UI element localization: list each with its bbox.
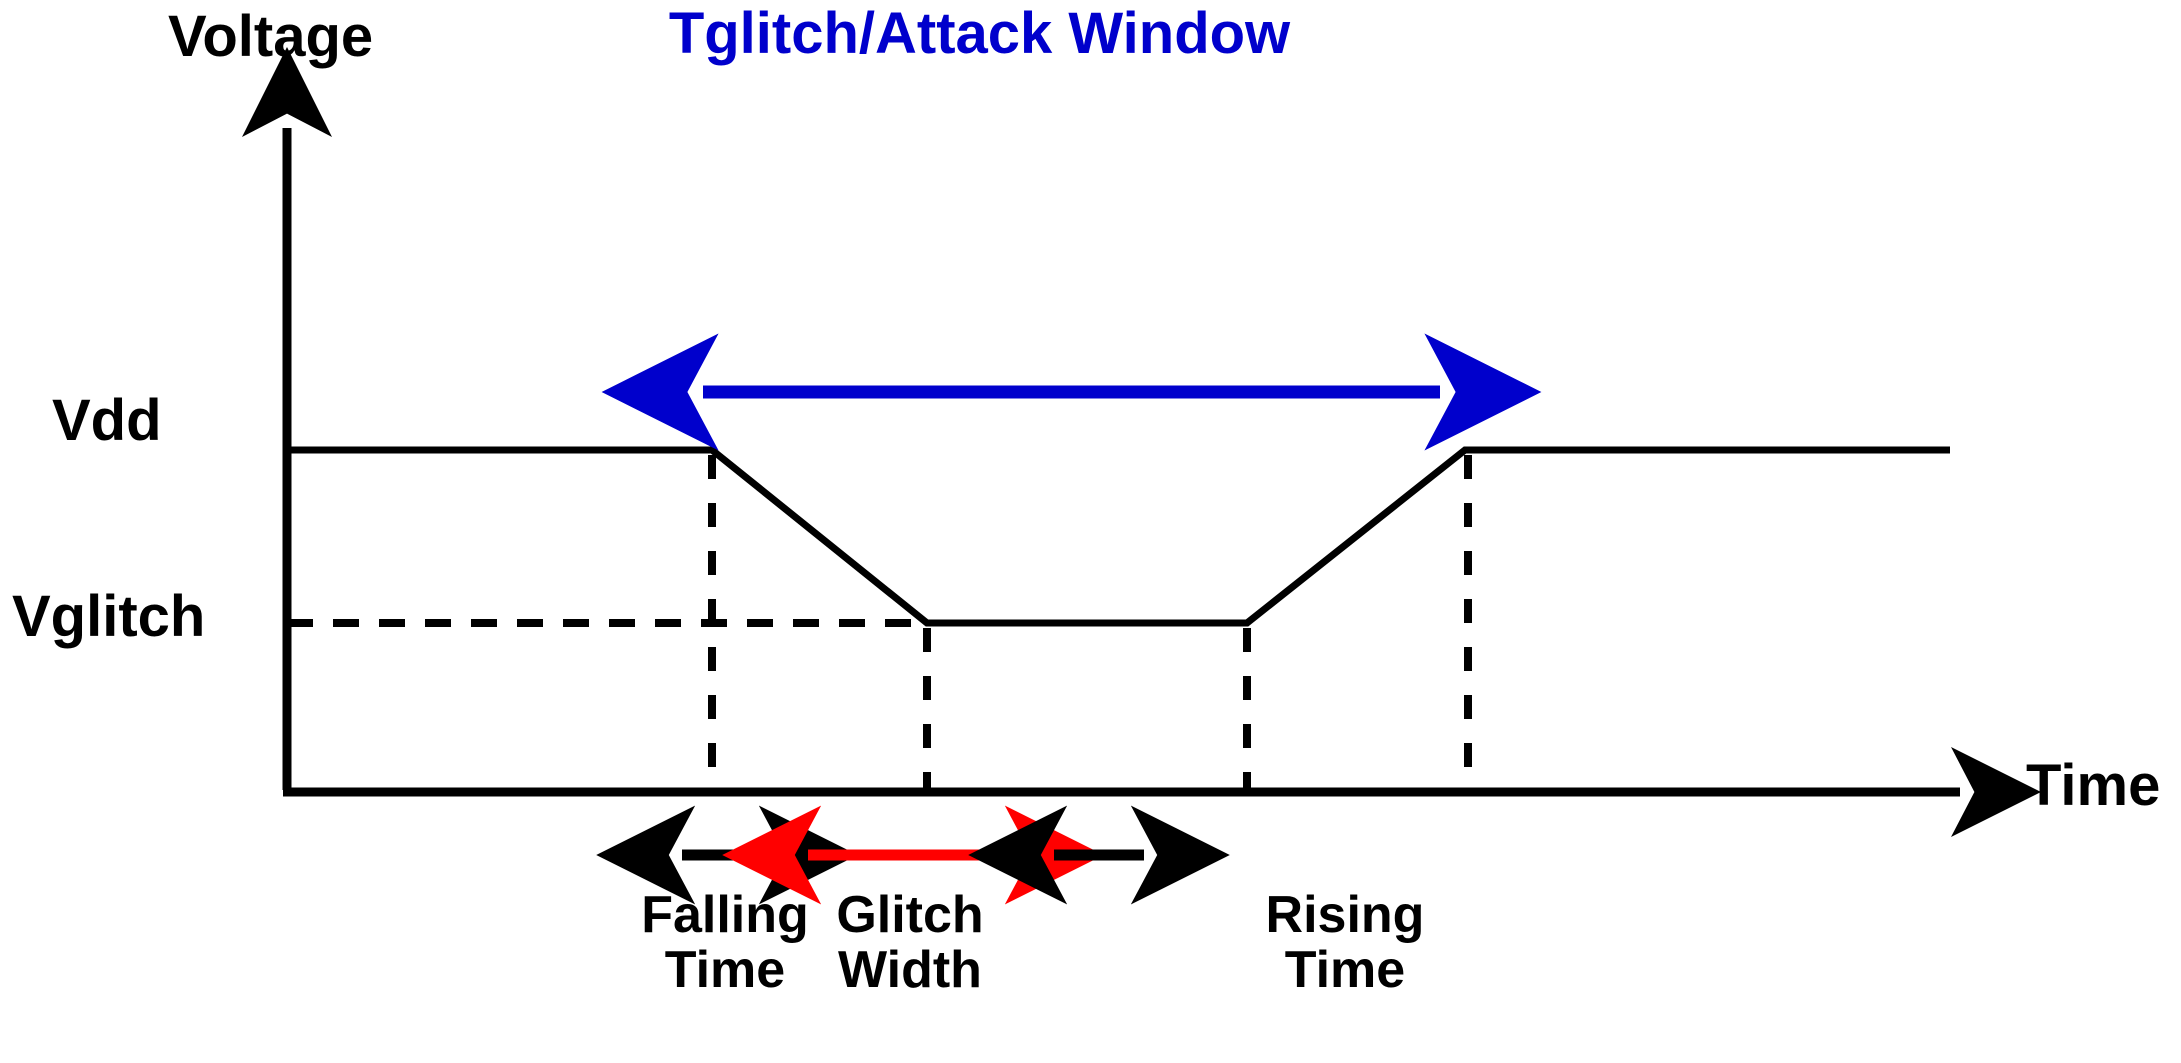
attack-window-label: Tglitch/Attack Window (668, 1, 1291, 66)
y-tick-label-vdd: Vdd (52, 388, 162, 453)
rising-time-label: Rising Time (1215, 886, 1475, 1000)
falling-time-label: Falling Time (595, 886, 855, 1000)
glitch-width-label-line1: Glitch (836, 886, 984, 944)
attack-window-label-wrap: Tglitch/Attack Window (0, 0, 2181, 67)
falling-time-label-line2: Time (664, 941, 786, 1000)
glitch-width-label-line2: Width (838, 941, 982, 1000)
rising-time-label-line2: Time (1284, 941, 1406, 1000)
rising-time-label-line1: Rising (1265, 886, 1425, 944)
falling-time-label-line1: Falling (641, 886, 809, 944)
voltage-waveform (287, 446, 1950, 627)
y-tick-label-vglitch: Vglitch (12, 584, 206, 649)
x-axis-label: Time (2026, 753, 2161, 818)
glitch-width-label: Glitch Width (780, 886, 1040, 1000)
y-axis-label: Voltage (168, 4, 374, 69)
